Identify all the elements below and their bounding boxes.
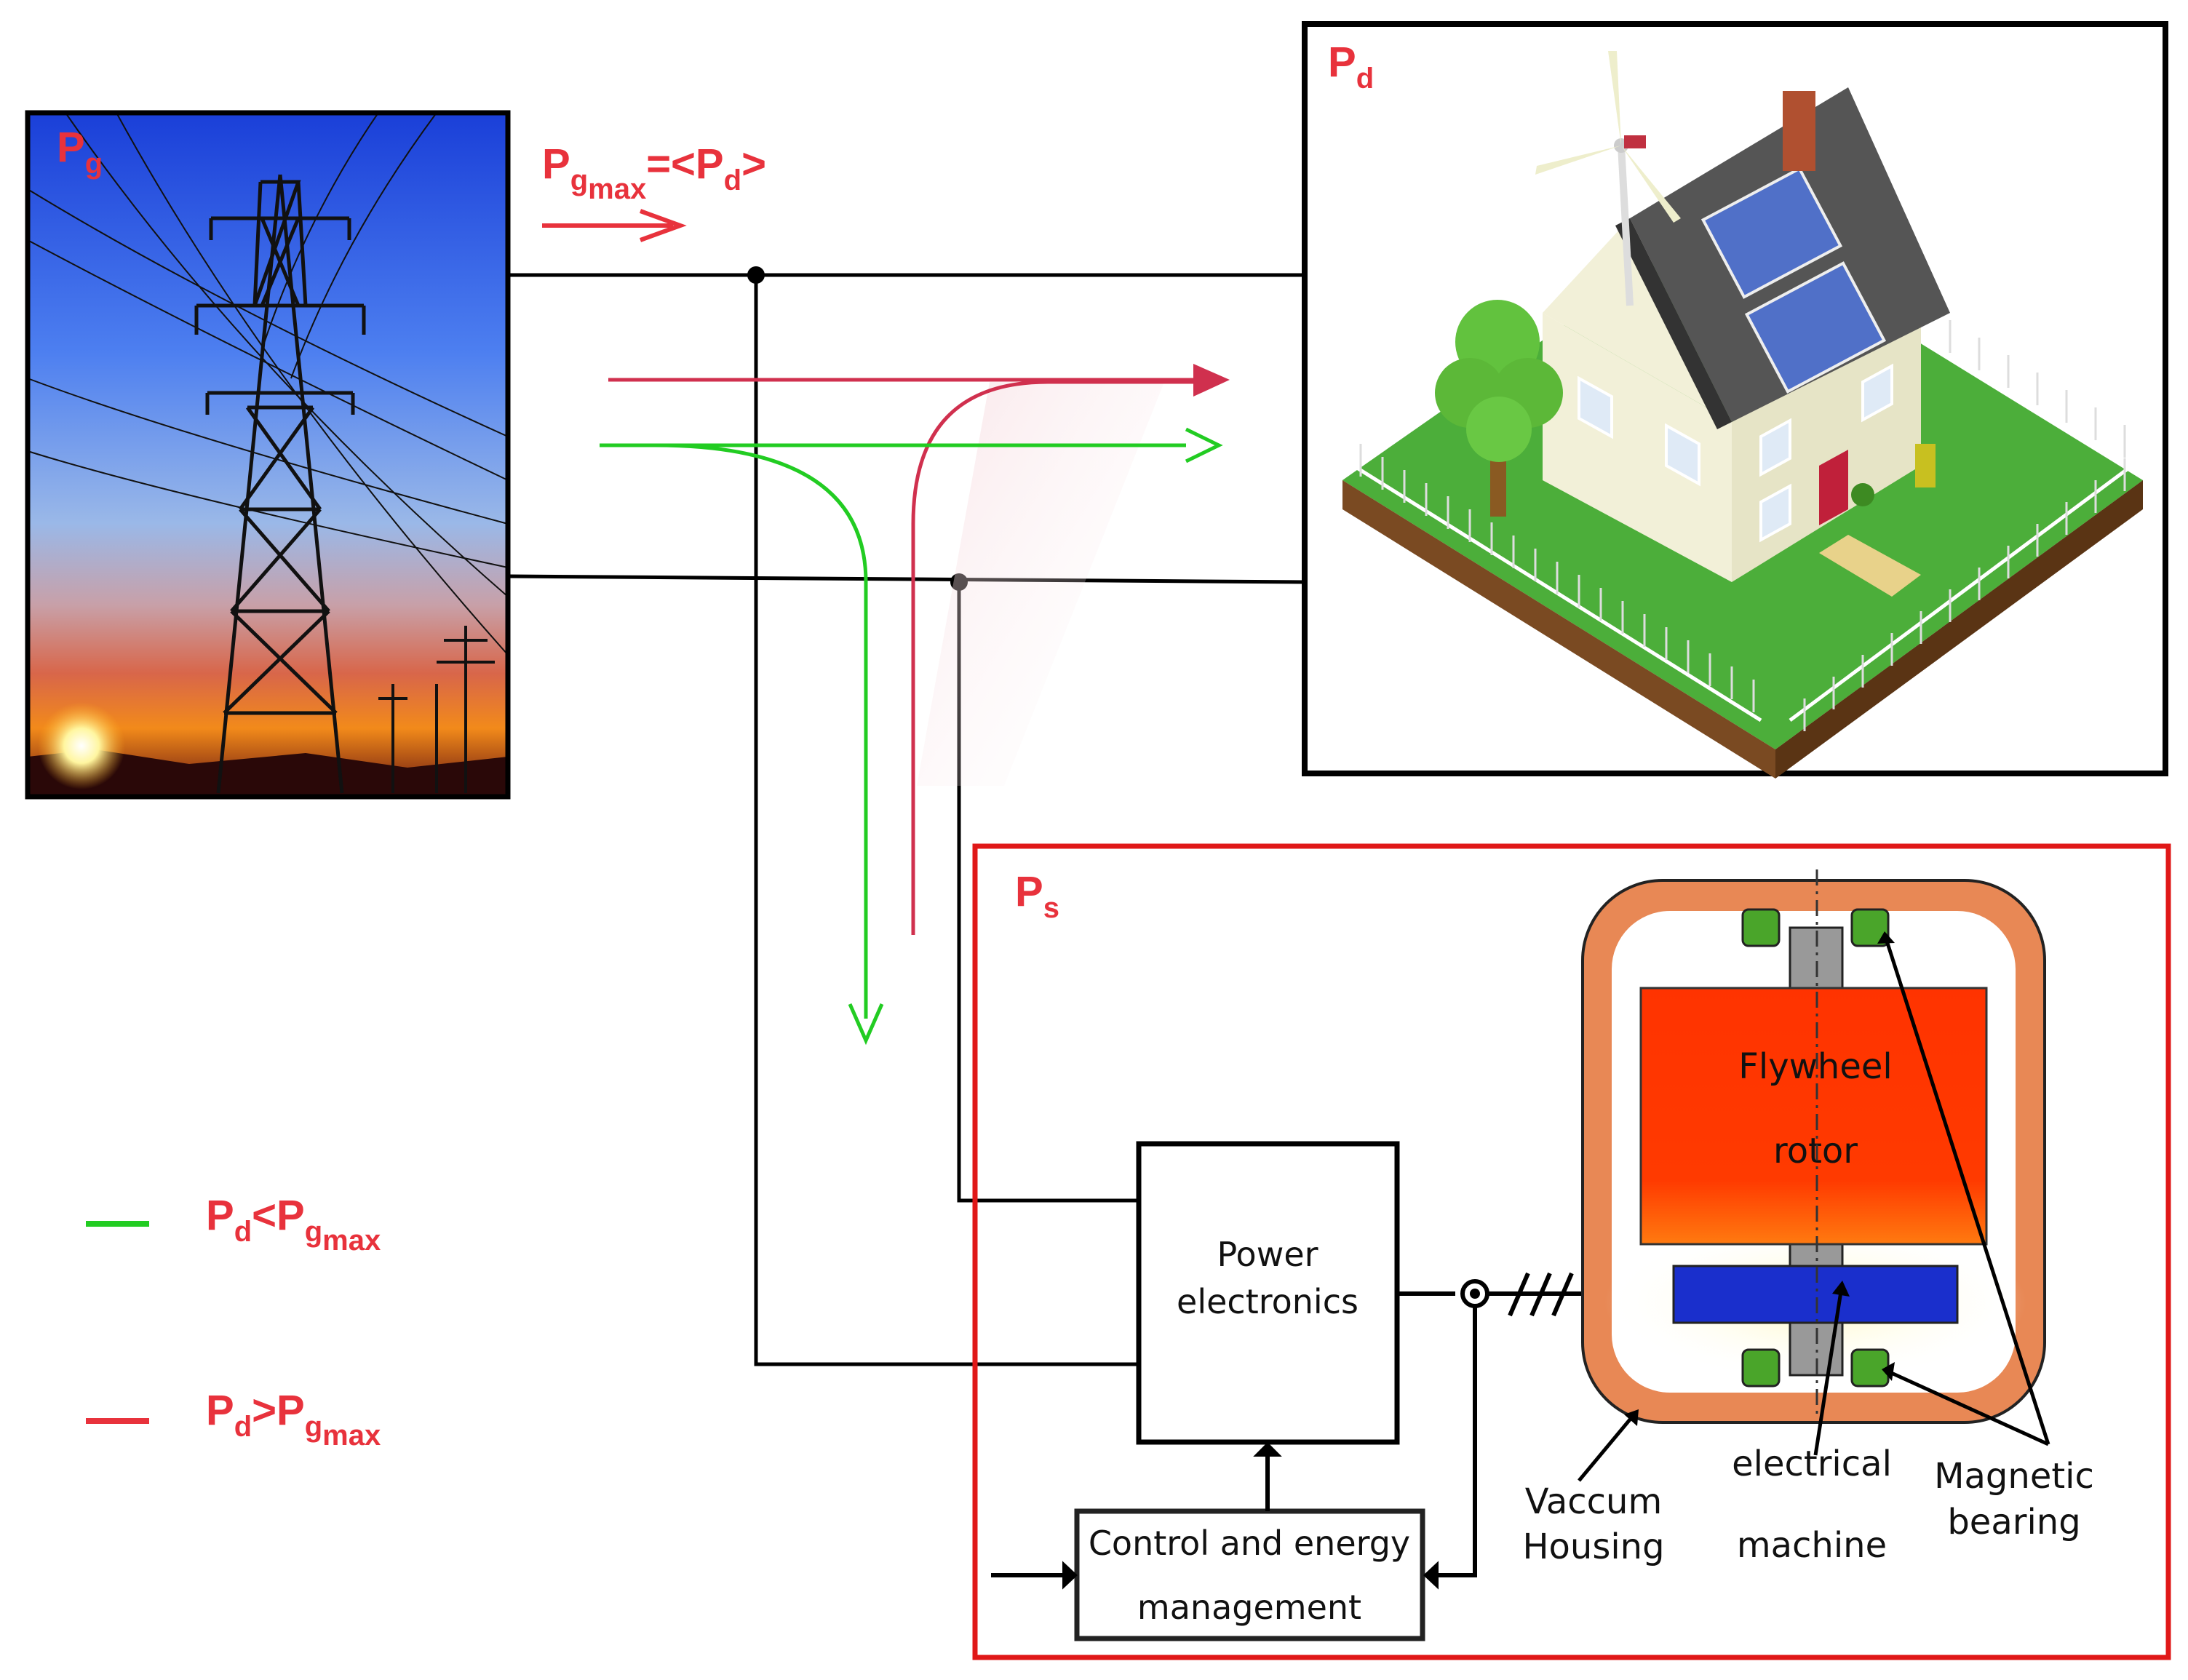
control-block <box>1074 1508 1425 1641</box>
bearing-bottom-right <box>1850 1348 1890 1388</box>
demand-label: Pd <box>1328 39 1374 95</box>
wind-turbine-icon <box>1535 51 1681 306</box>
bearing-label-1: Magnetic <box>1934 1456 2094 1497</box>
crimson-flow <box>608 364 1230 935</box>
control-line2: management <box>1137 1588 1361 1627</box>
flow-shading <box>917 382 1164 786</box>
three-phase-marks <box>1508 1272 1574 1317</box>
vacuum-label-1: Vaccum <box>1525 1481 1662 1522</box>
bearing-top-left <box>1741 908 1781 947</box>
junction-dot-top <box>747 266 765 284</box>
legend: Pd<Pgmax Pd>Pgmax <box>86 1192 381 1452</box>
solar-panel-icon-2 <box>1744 261 1887 394</box>
callout-arrows <box>1578 938 2050 1482</box>
electrical-machine <box>1672 1265 1959 1324</box>
tree-icon <box>1435 300 1563 517</box>
storage-label: Ps <box>1015 868 1059 924</box>
flow-label: Pgmax=<Pd> <box>542 140 766 205</box>
grid-panel: Pg <box>25 110 511 800</box>
wiring <box>509 273 1305 1366</box>
grid-label: Pg <box>57 124 103 180</box>
legend-item-green: Pd<Pgmax <box>86 1192 381 1257</box>
bearing-bottom-left <box>1741 1348 1781 1388</box>
bearing-label-2: bearing <box>1947 1502 2080 1542</box>
solar-panel-icon <box>1700 167 1843 299</box>
green-flow <box>600 427 1223 1046</box>
power-electronics-line1: Power <box>1217 1235 1318 1274</box>
flywheel-line1: Flywheel <box>1738 1046 1892 1087</box>
feedback-arrow <box>1437 1304 1477 1577</box>
svg-text:Pd>Pgmax: Pd>Pgmax <box>206 1387 381 1452</box>
sun-graphic <box>38 702 125 789</box>
flywheel-line2: rotor <box>1773 1131 1858 1171</box>
storage-panel: Ps Power electronics Control and energy … <box>972 843 2171 1660</box>
bearing-top-right <box>1850 908 1890 947</box>
distant-poles <box>378 626 495 793</box>
legend-item-red: Pd>Pgmax <box>86 1387 381 1452</box>
power-electronics-block <box>1136 1141 1400 1445</box>
flywheel-unit: Flywheel rotor <box>1581 869 2046 1424</box>
flywheel-rotor <box>1639 987 1988 1246</box>
machine-label-1: electrical <box>1732 1444 1892 1484</box>
pylon-icon <box>194 174 366 794</box>
flow-arrow-head <box>639 209 687 242</box>
svg-text:Pd<Pgmax: Pd<Pgmax <box>206 1192 381 1257</box>
svg-text:Pgmax=<Pd>: Pgmax=<Pd> <box>542 140 766 205</box>
house-illustration <box>1342 51 2143 779</box>
demand-panel: Pd <box>1302 21 2168 779</box>
vacuum-label-2: Housing <box>1522 1526 1664 1567</box>
power-electronics-line2: electronics <box>1177 1282 1358 1321</box>
control-line1: Control and energy <box>1089 1524 1410 1563</box>
machine-label-2: machine <box>1737 1525 1887 1566</box>
